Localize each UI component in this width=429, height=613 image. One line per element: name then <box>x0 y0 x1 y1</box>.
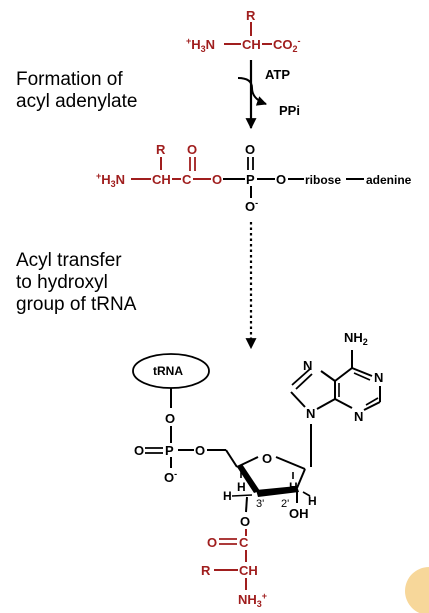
aa-r-bottom: R <box>201 563 211 578</box>
tr-o-left: O <box>134 443 144 458</box>
aa-ch: CH <box>242 37 261 52</box>
acyl-adenylate: R O +H3N CH C O P O O- O ribose adenine <box>96 142 412 214</box>
ad-c: C <box>182 172 192 187</box>
atp-label: ATP <box>265 67 290 82</box>
step2-label-line1: Acyl transfer <box>16 250 122 271</box>
step1-label-line2: acyl adenylate <box>16 91 138 112</box>
n9: N <box>306 406 315 421</box>
pos-3prime: 3' <box>256 498 264 510</box>
h-c2: H <box>308 494 317 508</box>
ad-h3n: +H3N <box>96 171 125 189</box>
n3: N <box>354 409 363 424</box>
ester-o: O <box>240 514 250 529</box>
h-c3: H <box>223 489 232 503</box>
tr-o-link: O <box>165 411 175 426</box>
ad-o-bottom: O- <box>245 198 258 214</box>
oh-2prime: OH <box>289 506 309 521</box>
ad-o-top1: O <box>187 142 197 157</box>
ad-o1: O <box>212 172 222 187</box>
ad-adenine: adenine <box>366 173 412 187</box>
step2-label-line3: group of tRNA <box>16 294 137 315</box>
n7: N <box>303 358 312 373</box>
ad-o-top2: O <box>245 142 255 157</box>
ppi-label: PPi <box>279 103 300 118</box>
nh3-bottom: NH3+ <box>238 591 267 609</box>
aminoacyl-trna: tRNA O O P O- O O H H H H 3' 2' OH <box>132 330 383 609</box>
ad-p: P <box>246 172 255 187</box>
aa-ch-bottom: CH <box>239 563 258 578</box>
step2-label-line2: to hydroxyl <box>16 272 108 293</box>
tr-p: P <box>165 443 174 458</box>
h-c1: H <box>289 480 298 494</box>
step1-label-line1: Formation of <box>16 69 123 90</box>
carbonyl-c: C <box>239 535 249 550</box>
aa-r: R <box>246 8 256 23</box>
amino-acid: R +H3N CH CO2- <box>186 8 301 54</box>
pos-2prime: 2' <box>281 498 289 510</box>
ad-ch: CH <box>152 172 171 187</box>
trna-label: tRNA <box>153 364 183 378</box>
nh2: NH2 <box>344 330 368 347</box>
aa-h3n: +H3N <box>186 36 215 54</box>
n1: N <box>374 370 383 385</box>
ad-o2: O <box>276 172 286 187</box>
step1-arrow: ATP PPi <box>237 60 300 130</box>
aa-co2: CO2- <box>273 36 301 54</box>
tr-o-right: O <box>195 443 205 458</box>
carbonyl-o: O <box>207 535 217 550</box>
tr-o-minus: O- <box>164 469 177 485</box>
ad-ribose: ribose <box>305 173 341 187</box>
ad-r: R <box>156 142 166 157</box>
h-c4: H <box>237 480 246 494</box>
corner-circle <box>405 567 429 613</box>
ring-o: O <box>262 451 272 466</box>
